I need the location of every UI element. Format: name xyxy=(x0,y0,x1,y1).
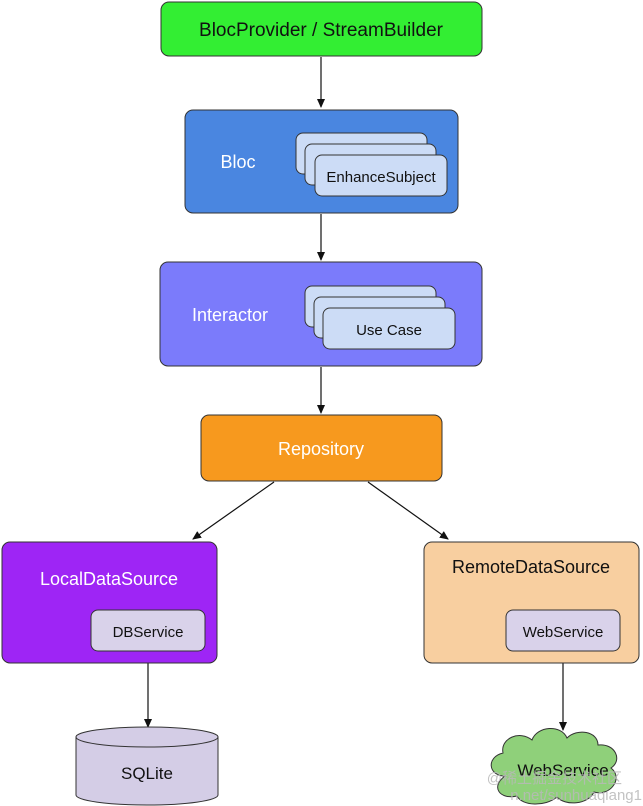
enhancesubject-label: EnhanceSubject xyxy=(326,169,436,186)
interactor-label: Interactor xyxy=(192,305,268,325)
repository-node: Repository xyxy=(200,414,443,482)
blocprovider-node: BlocProvider / StreamBuilder xyxy=(160,1,483,57)
dbservice-label: DBService xyxy=(113,624,184,641)
localdatasource-node: LocalDataSource DBService xyxy=(1,541,218,664)
watermark-line1: @稀土掘金技术社区 xyxy=(487,770,622,787)
sqlite-database: SQLite xyxy=(75,726,219,806)
bloc-node: Bloc EnhanceSubject xyxy=(184,109,459,214)
enhancesubject-card-front xyxy=(314,154,448,197)
webservice-cloud: WebService xyxy=(490,728,618,805)
sqlite-label: SQLite xyxy=(121,764,173,783)
webservice-label: WebService xyxy=(523,624,604,641)
sqlite-cylinder-top xyxy=(75,726,219,748)
watermark-line2: n.net/sunhuaqiang1 xyxy=(510,787,642,804)
webservice-box xyxy=(505,609,621,652)
remotedatasource-node: RemoteDataSource WebService xyxy=(423,541,640,664)
usecase-card-front xyxy=(322,307,456,350)
cloud-label: WebService xyxy=(517,761,608,780)
blocprovider-box xyxy=(160,1,483,57)
usecase-label: Use Case xyxy=(356,322,422,339)
bloc-label: Bloc xyxy=(220,152,255,172)
dbservice-box xyxy=(90,609,206,652)
sqlite-cylinder-body xyxy=(75,736,219,806)
repository-label: Repository xyxy=(278,439,364,459)
repository-box xyxy=(200,414,443,482)
arrow-repository-to-remote xyxy=(367,481,449,540)
remotedatasource-label: RemoteDataSource xyxy=(452,557,610,577)
interactor-node: Interactor Use Case xyxy=(159,261,483,367)
arrow-repository-to-local xyxy=(192,481,275,540)
blocprovider-label: BlocProvider / StreamBuilder xyxy=(199,20,444,41)
watermark: @稀土掘金技术社区 n.net/sunhuaqiang1 xyxy=(487,770,642,804)
cloud-shape xyxy=(490,728,618,805)
localdatasource-label: LocalDataSource xyxy=(40,569,178,589)
